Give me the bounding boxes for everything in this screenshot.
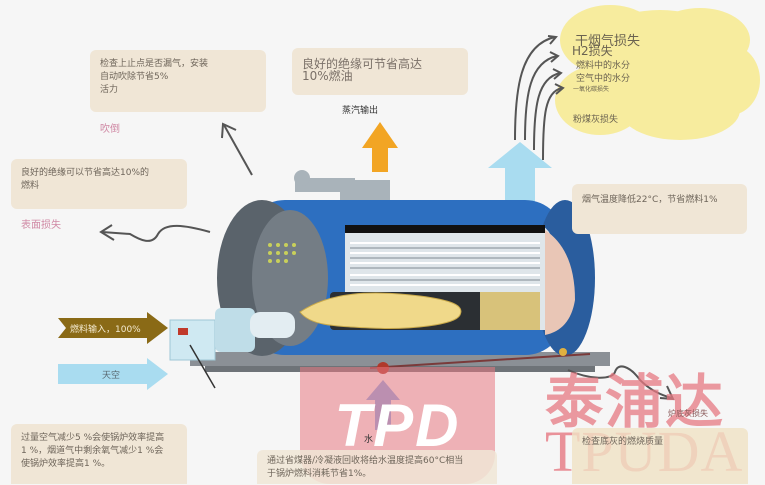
loss-fly-ash: 粉煤灰损失 [573,115,619,125]
economizer-line-2: 于锅炉燃料消耗节省1%。 [267,469,372,479]
blowdown-arrow [221,122,253,176]
blowdown-note-line-1: 检查上止点是否漏气，安装 [100,59,209,69]
steam-output-arrow [362,122,398,172]
loss-air-moisture: 空气中的水分 [576,74,631,84]
boiler-illustration [169,170,610,389]
blowdown-note-line-2: 自动吹除节省5% [100,72,169,82]
fuel-input-arrow [58,312,168,344]
excess-air-note: 过量空气减少5 %会使锅炉效率提高 1 %，烟道气中剩余氧气减少1 %会 使锅炉… [11,424,187,484]
losses-cloud-shape [555,5,760,140]
blowdown-note: 检查上止点是否漏气，安装 自动吹除节省5% 活力 [90,50,266,112]
water-label: 水 [364,435,374,445]
surface-loss-label: 表面损失 [21,220,61,231]
bottom-ash-text: 检查底灰的燃烧质量 [582,437,664,447]
loss-curve-arrows [514,35,565,161]
flue-gas-text: 烟气温度降低22°C，节省燃料1% [582,195,718,205]
loss-co: 一氧化碳损失 [573,86,610,93]
blowdown-note-line-3: 活力 [100,85,119,95]
loss-fuel-moisture: 燃料中的水分 [576,61,631,71]
bottom-ash-arrow [567,365,675,401]
loss-h2: H2损失 [572,44,613,58]
bottom-ash-note: 检查底灰的燃烧质量 [572,428,748,484]
economizer-note: 通过省煤器/冷凝液回收将给水温度提高60°C相当 于锅炉燃料消耗节省1%。 [257,450,497,484]
excess-air-line-3: 使锅炉效率提高1 %。 [21,459,111,469]
surface-loss-arrow [99,224,211,242]
flue-gas-arrow [488,142,552,208]
tpd-logo-text: TPD [334,392,461,459]
insulation-left-line-2: 燃料 [21,181,40,191]
insulation-top-note: 良好的绝缘可节省高达 10%燃油 [292,48,468,95]
insulation-left-note: 良好的绝缘可以节省高达10%的 燃料 [11,159,187,209]
excess-air-line-2: 1 %，烟道气中剩余氧气减少1 %会 [21,446,164,456]
air-input-arrow [58,358,168,390]
insulation-left-line-1: 良好的绝缘可以节省高达10%的 [21,168,150,178]
insulation-top-line-2: 10%燃油 [302,69,353,83]
fuel-input-label: 燃料输入，100% [70,325,141,335]
tpuda-watermark-cn: 泰浦达 [545,368,726,436]
insulation-top-line-1: 良好的绝缘可节省高达 [302,57,423,71]
blowdown-label: 吹倒 [100,124,120,135]
steam-output-label: 蒸汽输出 [342,106,379,116]
air-input-label: 天空 [102,371,121,381]
economizer-line-1: 通过省煤器/冷凝液回收将给水温度提高60°C相当 [267,456,464,466]
bottom-ash-label: 炉底灰损失 [668,409,708,418]
loss-dry-flue-gas: 干烟气损失 [575,34,641,49]
excess-air-line-1: 过量空气减少5 %会使锅炉效率提高 [21,433,165,443]
flue-gas-note: 烟气温度降低22°C，节省燃料1% [572,184,747,234]
